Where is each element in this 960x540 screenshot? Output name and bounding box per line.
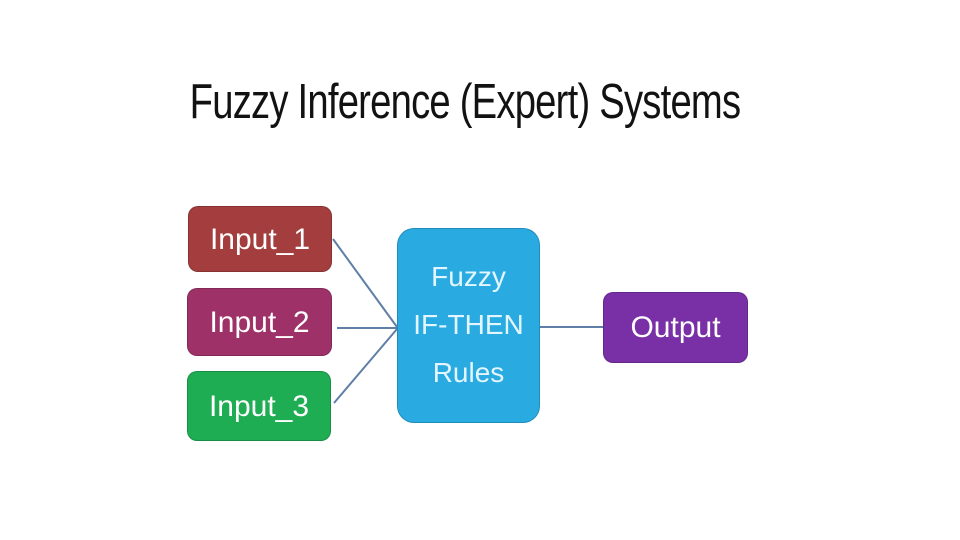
node-rules-line-1: Fuzzy: [431, 261, 506, 293]
node-input-1-label: Input_1: [209, 222, 311, 256]
slide-title: Fuzzy Inference (Expert) Systems: [189, 75, 741, 129]
node-input-2-label: Input_2: [209, 305, 310, 339]
node-input-2: Input_2: [187, 288, 332, 356]
node-input-3-label: Input_3: [208, 389, 310, 423]
node-output-label: Output: [630, 311, 721, 344]
node-fuzzy-if-then-rules: Fuzzy IF-THEN Rules: [397, 228, 540, 423]
node-input-3: Input_3: [187, 371, 331, 441]
connector-input1-rules: [332, 238, 398, 328]
node-rules-line-2: IF-THEN: [413, 309, 524, 341]
node-rules-line-3: Rules: [432, 356, 505, 388]
node-output: Output: [603, 292, 748, 363]
node-input-1: Input_1: [188, 206, 332, 272]
connector-input3-rules: [333, 328, 398, 404]
